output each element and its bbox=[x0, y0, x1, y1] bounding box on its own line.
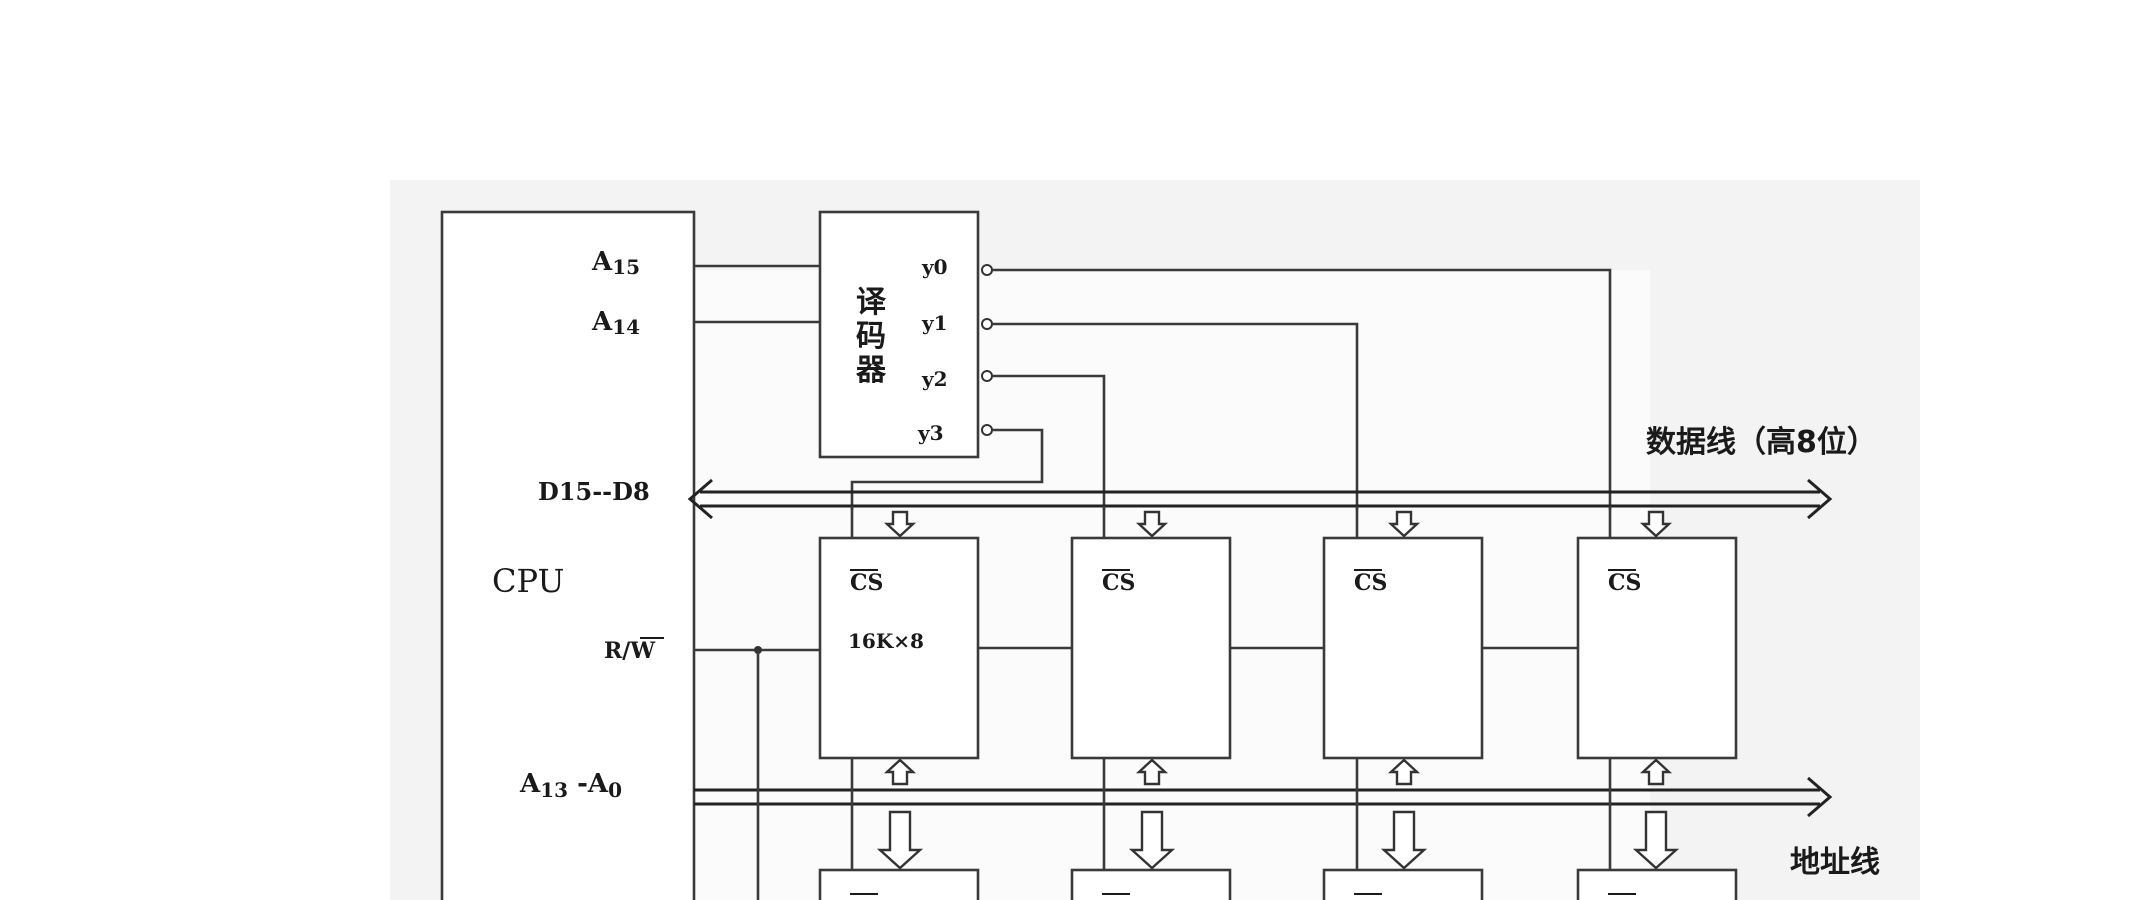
addr-up-arrow-chip-4 bbox=[1639, 758, 1673, 786]
decoder-title-3: 器 bbox=[855, 353, 887, 388]
data-bus-right-arrow bbox=[1807, 478, 1833, 520]
chip-1-cs-label: CS bbox=[850, 570, 883, 596]
y2-bubble bbox=[981, 370, 993, 382]
y1-bubble bbox=[981, 318, 993, 330]
decoder-output-y1: y1 bbox=[921, 311, 948, 335]
addr-up-arrow-chip-3 bbox=[1387, 758, 1421, 786]
chip-3-cs-label: CS bbox=[1354, 570, 1387, 596]
decoder-output-y3: y3 bbox=[917, 421, 944, 445]
decoder-box bbox=[818, 210, 980, 459]
a14-label: A14 bbox=[591, 307, 640, 339]
memory-chip-2: CS bbox=[1070, 506, 1232, 900]
lower-chip-2 bbox=[1070, 868, 1232, 900]
decoder-output-y2: y2 bbox=[921, 367, 948, 391]
rw-label: R/W bbox=[604, 638, 655, 664]
y3-bubble bbox=[981, 424, 993, 436]
data-bus-pin-label: D15--D8 bbox=[538, 477, 650, 506]
memory-chip-4: CS bbox=[1576, 506, 1738, 900]
chip-4-cs-label: CS bbox=[1608, 570, 1641, 596]
cpu-label: CPU bbox=[492, 562, 564, 600]
data-arrow-chip-1 bbox=[883, 510, 917, 538]
data-arrow-chip-2 bbox=[1135, 510, 1169, 538]
address-bus-label: 地址线 bbox=[1790, 845, 1880, 880]
y0-bubble bbox=[981, 264, 993, 276]
addr-up-arrow-chip-1 bbox=[883, 758, 917, 786]
addr-down-arrow-2 bbox=[1128, 810, 1176, 870]
chip-1-size-label: 16K×8 bbox=[848, 629, 924, 653]
decoder-title-2: 码 bbox=[856, 319, 886, 354]
data-arrow-chip-4 bbox=[1639, 510, 1673, 538]
decoder-output-y0: y0 bbox=[921, 255, 948, 279]
decoder-title-1: 译 bbox=[856, 285, 887, 320]
addr-down-arrow-4 bbox=[1632, 810, 1680, 870]
data-bus-label: 数据线（高8位） bbox=[1646, 425, 1877, 460]
address-bus-right-arrow bbox=[1807, 776, 1833, 818]
address-pin-label: A13 -A0 bbox=[519, 769, 622, 802]
lower-chip-3 bbox=[1322, 868, 1484, 900]
memory-chip-1: CS 16K×8 bbox=[818, 506, 980, 900]
data-arrow-chip-3 bbox=[1387, 510, 1421, 538]
addr-down-arrow-3 bbox=[1380, 810, 1428, 870]
lower-chip-1 bbox=[818, 868, 980, 900]
a15-label: A15 bbox=[591, 247, 640, 279]
cpu-box bbox=[440, 210, 696, 900]
addr-up-arrow-chip-2 bbox=[1135, 758, 1169, 786]
addr-down-arrow-1 bbox=[876, 810, 924, 870]
y2-wire bbox=[992, 374, 1106, 510]
lower-chip-4 bbox=[1576, 868, 1738, 900]
data-bus-left-arrow bbox=[687, 478, 713, 520]
chip-2-cs-label: CS bbox=[1102, 570, 1135, 596]
y1-wire bbox=[992, 322, 1359, 510]
y0-wire bbox=[992, 268, 1612, 510]
memory-chip-3: CS bbox=[1322, 506, 1484, 900]
